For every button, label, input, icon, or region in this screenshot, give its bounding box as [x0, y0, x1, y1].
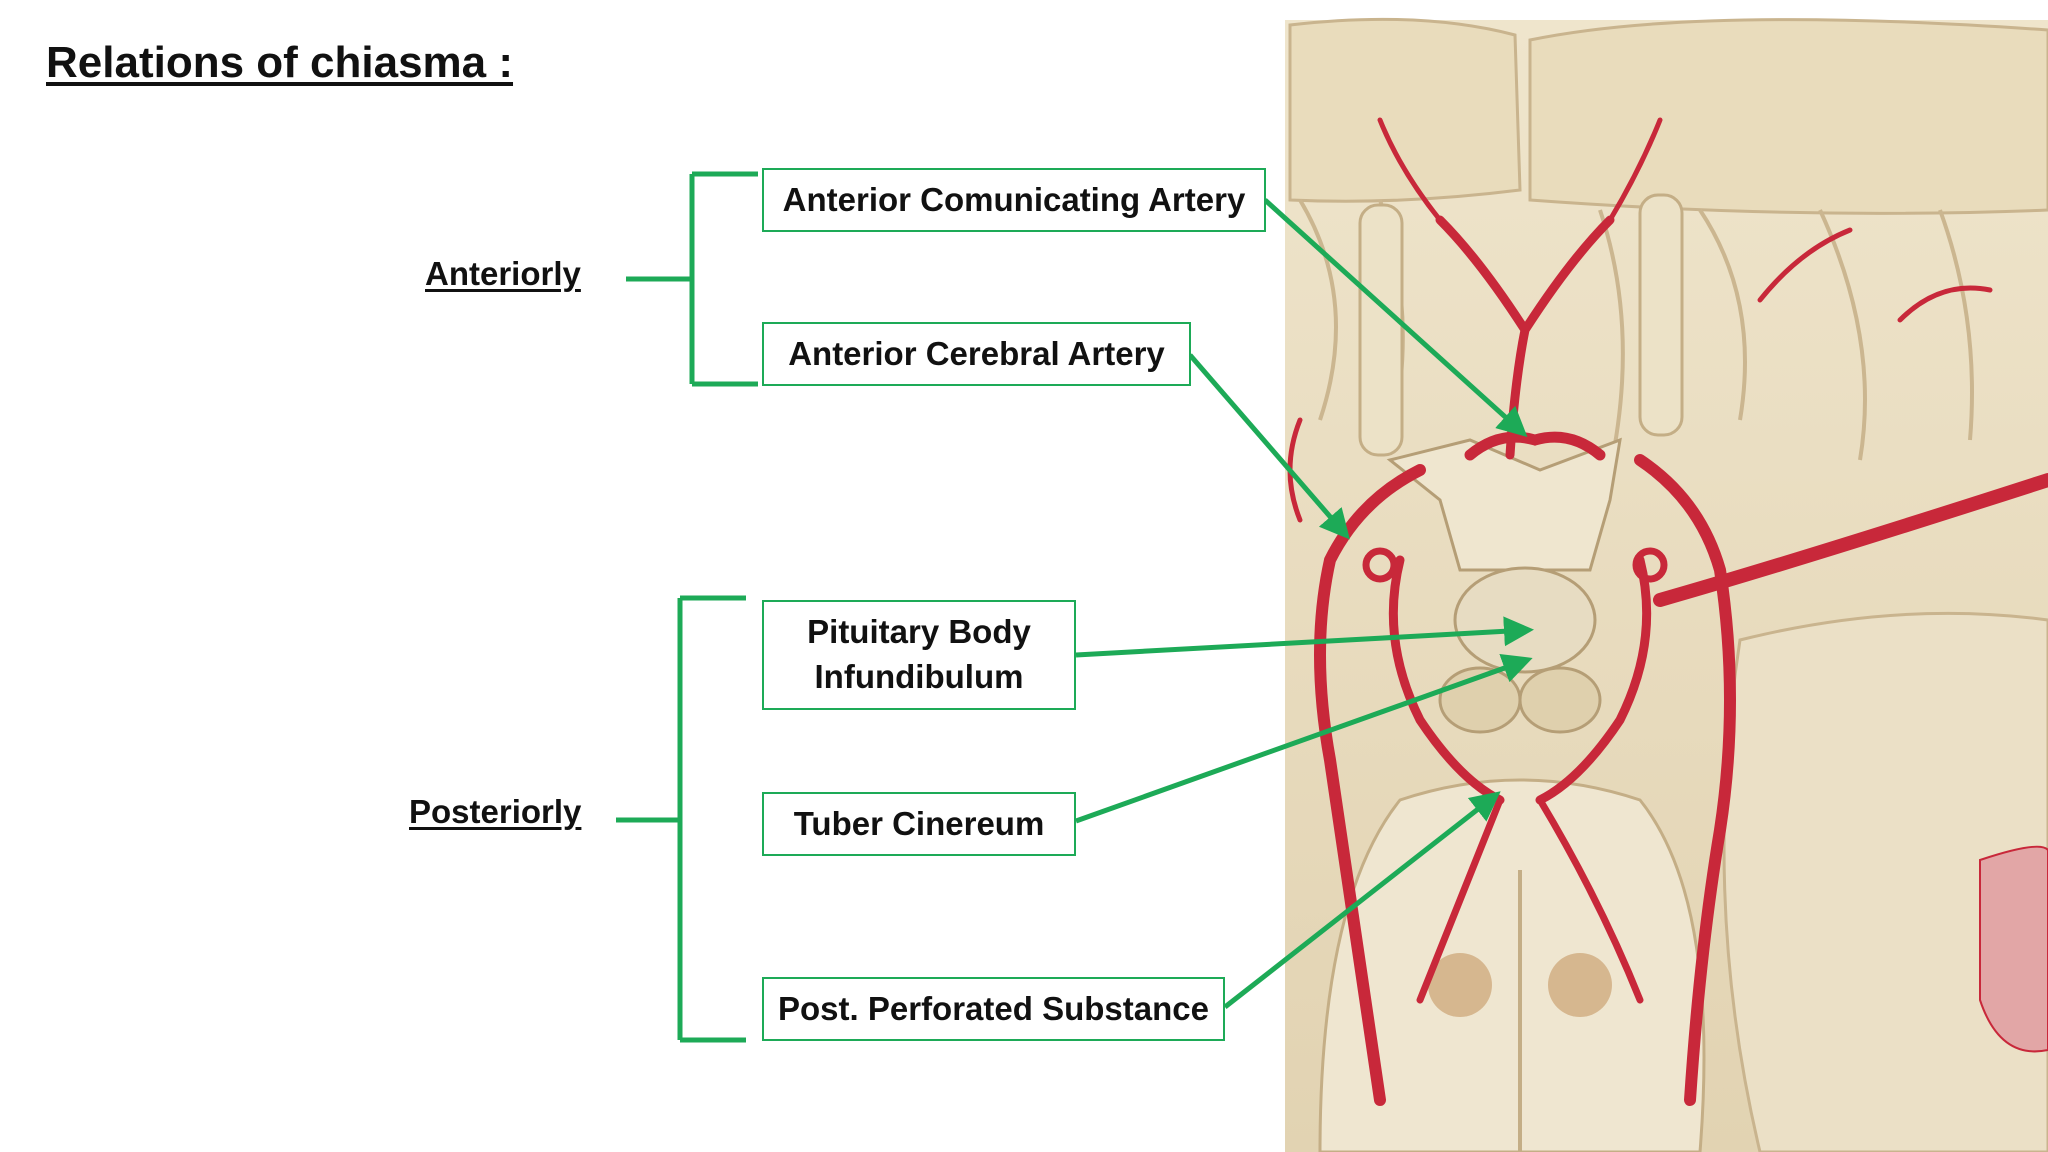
page-title: Relations of chiasma : — [46, 38, 514, 87]
arrow-acom — [1263, 198, 1528, 438]
bracket-posteriorly — [616, 595, 746, 1043]
label-anterior-communicating-artery: Anterior Comunicating Artery — [762, 168, 1266, 232]
label-text: Tuber Cinereum — [793, 804, 1045, 842]
label-text-line-2: Infundibulum — [814, 658, 1024, 695]
label-posterior-perforated-substance: Post. Perforated Substance — [762, 977, 1225, 1041]
label-anterior-cerebral-artery: Anterior Cerebral Artery — [762, 322, 1191, 386]
illustration-background — [1285, 17, 2048, 1152]
arrow-tuber — [1075, 653, 1533, 824]
label-text: Anterior Cerebral Artery — [788, 334, 1165, 372]
label-text: Post. Perforated Substance — [778, 989, 1209, 1027]
arteries — [1287, 117, 2048, 1106]
label-text-line-1: Pituitary Body — [807, 613, 1031, 651]
group-label-posteriorly: Posteriorly — [409, 793, 582, 830]
arrow-aca — [1188, 353, 1350, 540]
group-label-anteriorly: Anteriorly — [425, 255, 581, 292]
bracket-anteriorly — [626, 171, 758, 387]
arrow-pituitary — [1075, 616, 1534, 658]
label-pituitary-body-infundibulum: Pituitary Body Infundibulum — [762, 600, 1076, 710]
label-text: Anterior Comunicating Artery — [782, 180, 1246, 218]
arrow-ppf — [1223, 791, 1501, 1009]
label-tuber-cinereum: Tuber Cinereum — [762, 792, 1076, 856]
